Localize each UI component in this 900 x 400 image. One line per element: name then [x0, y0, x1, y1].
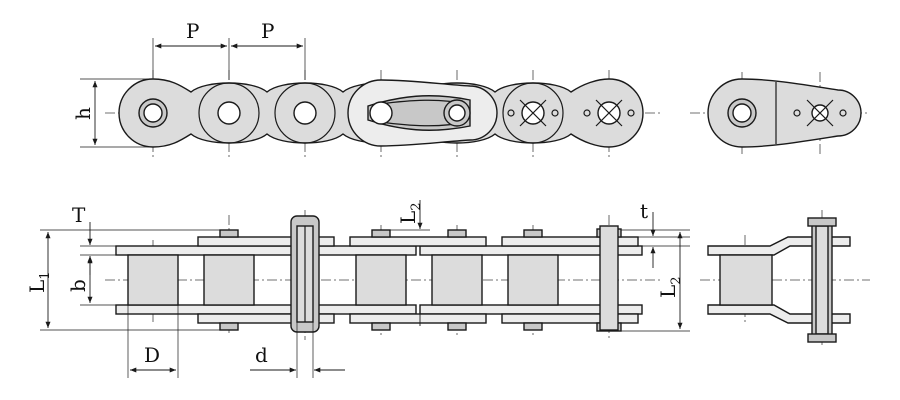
chain-top-view: L1 T b D d L2 t — [25, 199, 690, 378]
chain-end-view-top — [690, 72, 870, 156]
pitch-label-2: P — [261, 19, 274, 43]
thin-plate-label: t — [640, 199, 648, 223]
cotter-pin-marks — [507, 99, 635, 127]
pin-diameter-label: d — [255, 343, 268, 367]
chain-end-view-bottom — [700, 210, 870, 345]
length-1-label: L1 — [25, 271, 53, 293]
inner-width-label: b — [66, 279, 90, 292]
roller-diameter-label: D — [144, 343, 160, 367]
pitch-label-1: P — [186, 19, 199, 43]
chain-front-view: P P h — [71, 19, 660, 158]
roller — [217, 101, 241, 125]
length-2b-label: L2 — [656, 276, 684, 298]
spring-clip — [367, 95, 471, 131]
length-2a-label: L2 — [396, 202, 424, 224]
height-label: h — [71, 107, 95, 120]
roller-section — [127, 254, 179, 306]
plate-thickness-label: T — [72, 203, 86, 227]
